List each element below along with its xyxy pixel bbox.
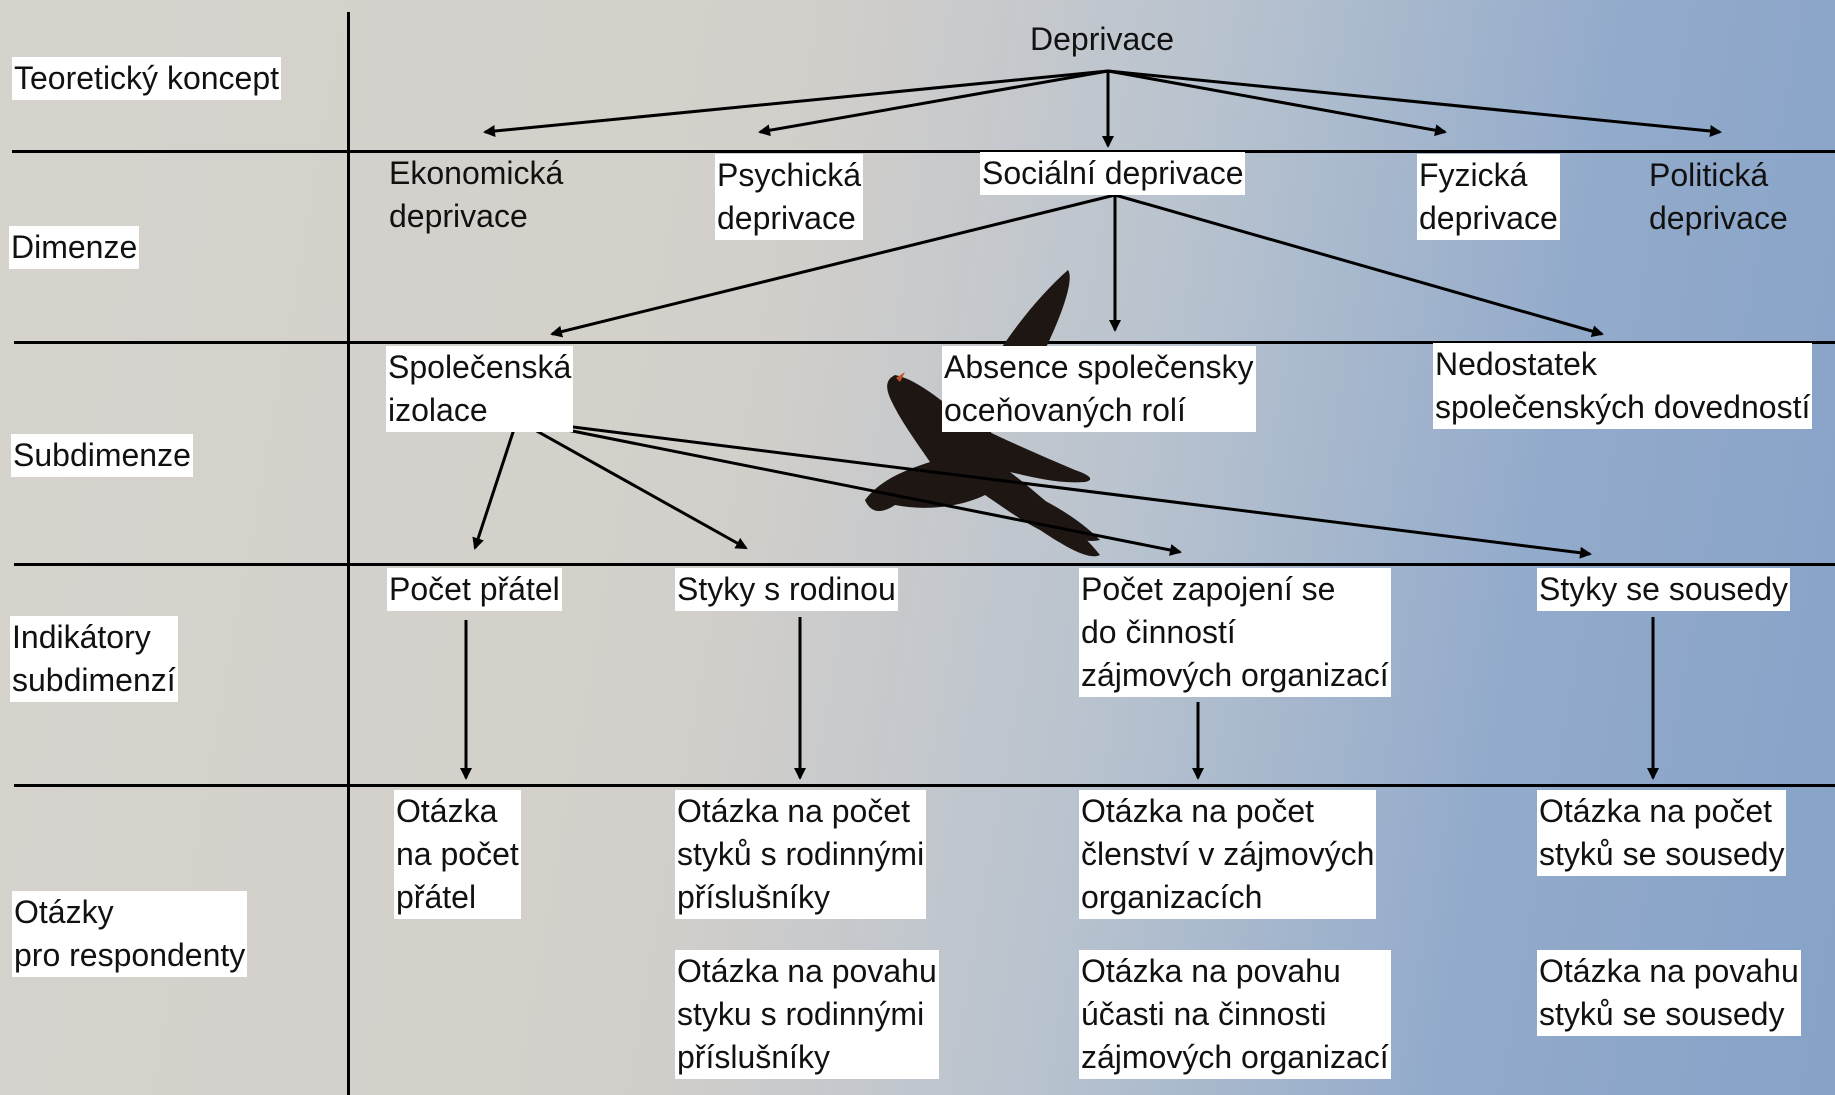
indicator-pocet-pratel: Počet přátel bbox=[387, 568, 562, 611]
arrow-izolace-zapojeni bbox=[516, 418, 1182, 556]
question-pocet-clenstvi: Otázka na počet členství v zájmových org… bbox=[1079, 790, 1377, 919]
indicator-styky-s-rodinou: Styky s rodinou bbox=[675, 568, 898, 611]
arrow-socialni-nedostatek bbox=[1114, 193, 1604, 338]
arrow-socialni-izolace bbox=[550, 193, 1116, 338]
indicator-styky-se-sousedy: Styky se sousedy bbox=[1537, 568, 1790, 611]
dimension-fyzicka: Fyzická deprivace bbox=[1417, 154, 1560, 240]
question-povaha-styku-sousedy: Otázka na povahu styků se sousedy bbox=[1537, 950, 1801, 1036]
question-povaha-styku-rodina: Otázka na povahu styku s rodinnými přísl… bbox=[675, 950, 939, 1079]
question-pocet-styku-rodina: Otázka na počet styků s rodinnými příslu… bbox=[675, 790, 927, 919]
arrow-izolace-pratele bbox=[472, 419, 519, 550]
concept-deprivace: Deprivace bbox=[1030, 21, 1175, 57]
arrow-concept-fyzicka bbox=[1107, 69, 1447, 137]
arrow-izolace-sousedy bbox=[516, 418, 1592, 559]
row-label-indikatory: Indikátory subdimenzí bbox=[10, 616, 178, 702]
row-divider-1 bbox=[12, 150, 1835, 153]
row-label-teoreticky-koncept: Teoretický koncept bbox=[12, 57, 282, 100]
arrow-concept-ekonomicka bbox=[483, 69, 1109, 137]
arrow-concept-politicka bbox=[1107, 69, 1722, 137]
row-divider-4 bbox=[14, 784, 1835, 787]
row-label-dimenze: Dimenze bbox=[9, 226, 140, 269]
subdimension-izolace: Společenská izolace bbox=[386, 346, 574, 432]
subdimension-nedostatek: Nedostatek společenských dovedností bbox=[1433, 343, 1813, 429]
question-pocet-styku-sousedy: Otázka na počet styků se sousedy bbox=[1537, 790, 1787, 876]
question-povaha-ucasti: Otázka na povahu účasti na činnosti zájm… bbox=[1079, 950, 1391, 1079]
dimension-socialni: Sociální deprivace bbox=[980, 152, 1246, 195]
dimension-ekonomicka: Ekonomická deprivace bbox=[389, 155, 564, 234]
arrow-concept-psychicka bbox=[758, 69, 1109, 137]
row-label-otazky: Otázky pro respondenty bbox=[12, 891, 248, 977]
row-divider-3 bbox=[14, 563, 1835, 566]
subdimension-absence: Absence společensky oceňovaných rolí bbox=[942, 346, 1256, 432]
dimension-psychicka: Psychická deprivace bbox=[715, 154, 864, 240]
indicator-zapojeni-organizaci: Počet zapojení se do činností zájmových … bbox=[1079, 568, 1391, 697]
question-pocet-pratel: Otázka na počet přátel bbox=[394, 790, 521, 919]
arrow-izolace-rodina bbox=[516, 418, 748, 550]
row-header-divider bbox=[347, 12, 350, 1095]
row-label-subdimenze: Subdimenze bbox=[11, 434, 193, 477]
dimension-politicka: Politická deprivace bbox=[1649, 157, 1788, 236]
row-divider-2 bbox=[14, 341, 1835, 344]
